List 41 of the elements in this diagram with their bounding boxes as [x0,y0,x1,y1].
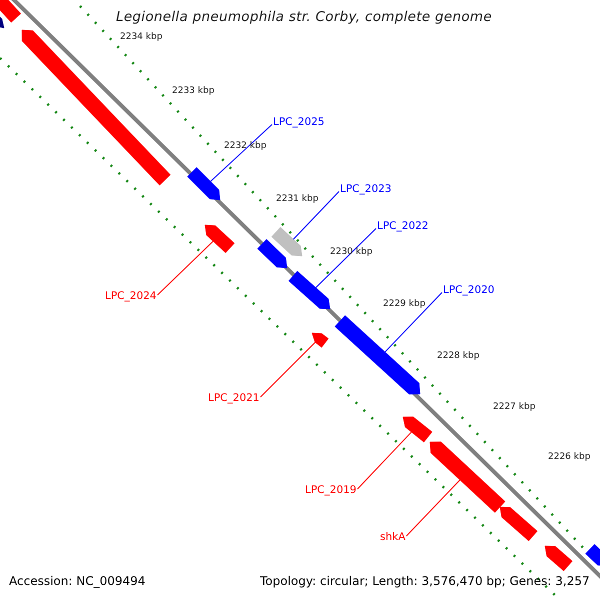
gene-block [500,506,538,542]
gene-label: LPC_2019 [305,485,356,496]
gene-label: LPC_2021 [208,393,260,404]
leader-line [292,191,340,240]
gene-block [334,315,420,394]
gene-label: LPC_2024 [105,291,156,302]
gene-block [544,546,573,572]
tick-label: 2230 kbp [330,248,372,257]
tick-label: 2227 kbp [493,403,536,412]
leader-line [210,124,272,182]
gene-label: LPC_2020 [443,285,494,296]
leader-line [406,480,460,536]
tick-label: 2232 kbp [224,142,266,151]
leader-line [260,342,316,398]
gene-block [430,442,506,513]
leader-line [315,228,376,288]
gene-label: LPC_2022 [377,221,428,232]
gene-block [257,239,288,268]
gene-block [585,544,600,566]
gene-block [402,416,432,442]
tick-label: 2231 kbp [276,195,318,204]
tick-label: 2229 kbp [383,300,426,309]
gene-block [288,270,330,310]
gene-block [0,0,22,23]
gene-block [312,332,329,348]
gene-block [204,224,235,254]
gene-block [271,226,302,256]
gene-label: LPC_2025 [273,117,324,128]
genome-summary-text: Topology: circular; Length: 3,576,470 bp; Genes: 3,257 [260,575,590,587]
tick-label: 2226 kbp [548,453,590,462]
tick-label: 2228 kbp [437,352,480,361]
leader-line [357,432,412,490]
leader-line [384,292,442,352]
title: Legionella pneumophila str. Corby, complete genome [116,11,492,24]
tick-label: 2234 kbp [120,33,162,42]
gene-label: shkA [380,532,406,542]
leader-line [157,240,214,296]
accession-text: Accession: NC_009494 [9,575,146,587]
gene-label: LPC_2023 [340,184,392,194]
gene-block [187,167,220,200]
gene-block [22,30,171,186]
